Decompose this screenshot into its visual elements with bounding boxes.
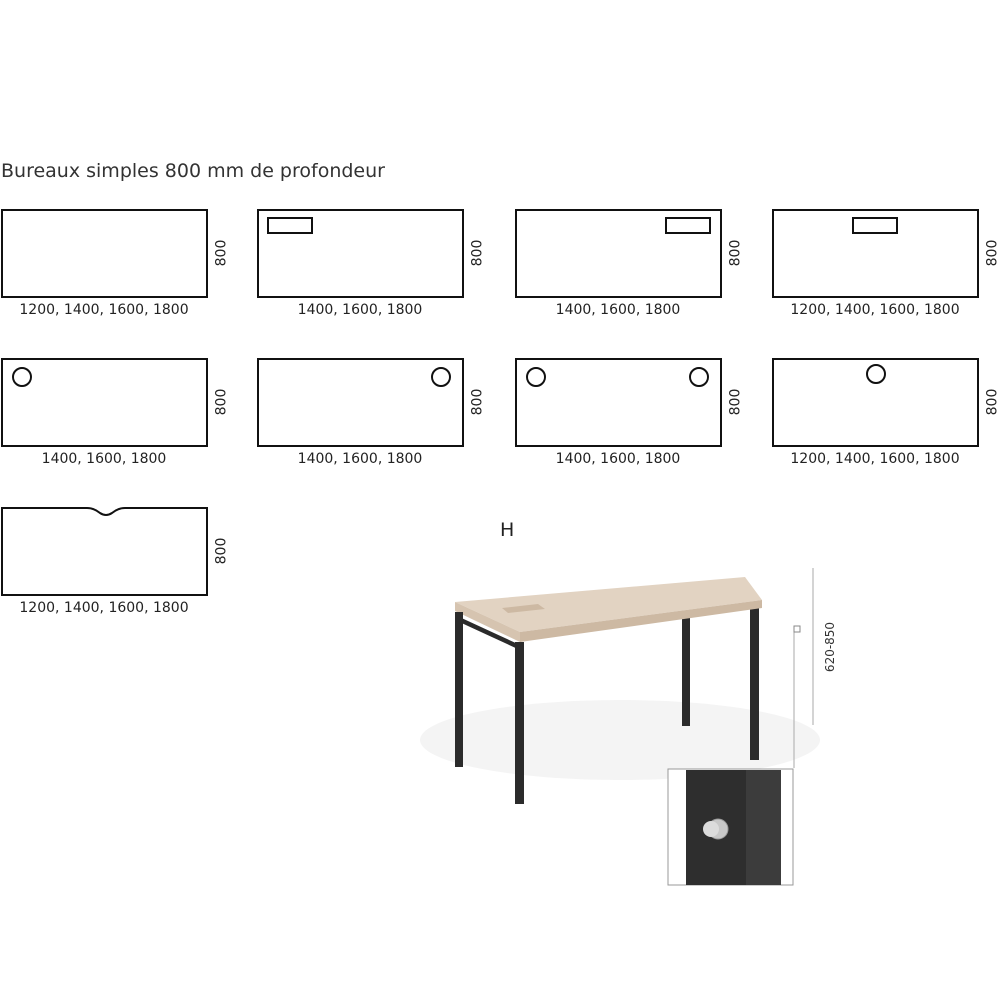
width-options-label: 1400, 1600, 1800 bbox=[41, 451, 167, 467]
width-options-label: 1200, 1400, 1600, 1800 bbox=[790, 451, 960, 467]
desk-shape-hole-left bbox=[1, 358, 208, 447]
height-section-label: H bbox=[500, 519, 515, 541]
cable-hole bbox=[526, 367, 546, 387]
width-options-label: 1200, 1400, 1600, 1800 bbox=[19, 302, 189, 318]
desk-leg bbox=[750, 605, 759, 760]
desk-shape-slot-center bbox=[772, 209, 979, 298]
desk-leg bbox=[515, 642, 524, 804]
leg-detail-inset bbox=[667, 768, 794, 886]
desk-shape-slot-right bbox=[515, 209, 722, 298]
desk-shape-hole-right bbox=[257, 358, 464, 447]
desk-top bbox=[455, 577, 762, 632]
cable-slot bbox=[502, 604, 545, 613]
cable-hole bbox=[689, 367, 709, 387]
cable-slot bbox=[852, 217, 898, 234]
width-options-label: 1400, 1600, 1800 bbox=[297, 451, 423, 467]
desk-shape-hole-center bbox=[772, 358, 979, 447]
cable-hole bbox=[431, 367, 451, 387]
width-options-label: 1400, 1600, 1800 bbox=[555, 302, 681, 318]
desk-shape-slot-left bbox=[257, 209, 464, 298]
cable-hole bbox=[866, 364, 886, 384]
desk-leg bbox=[682, 618, 690, 726]
cable-slot bbox=[665, 217, 711, 234]
width-options-label: 1400, 1600, 1800 bbox=[297, 302, 423, 318]
desk-shape-notch bbox=[1, 507, 208, 596]
width-options-label: 1200, 1400, 1600, 1800 bbox=[790, 302, 960, 318]
width-options-label: 1400, 1600, 1800 bbox=[555, 451, 681, 467]
desk-shape-plain bbox=[1, 209, 208, 298]
cable-hole bbox=[12, 367, 32, 387]
height-range-label: 620-850 bbox=[823, 621, 838, 673]
desk-leg bbox=[455, 612, 463, 767]
page-title: Bureaux simples 800 mm de profondeur bbox=[1, 160, 385, 182]
desk-shape-hole-both bbox=[515, 358, 722, 447]
cable-slot bbox=[267, 217, 313, 234]
width-options-label: 1200, 1400, 1600, 1800 bbox=[19, 600, 189, 616]
